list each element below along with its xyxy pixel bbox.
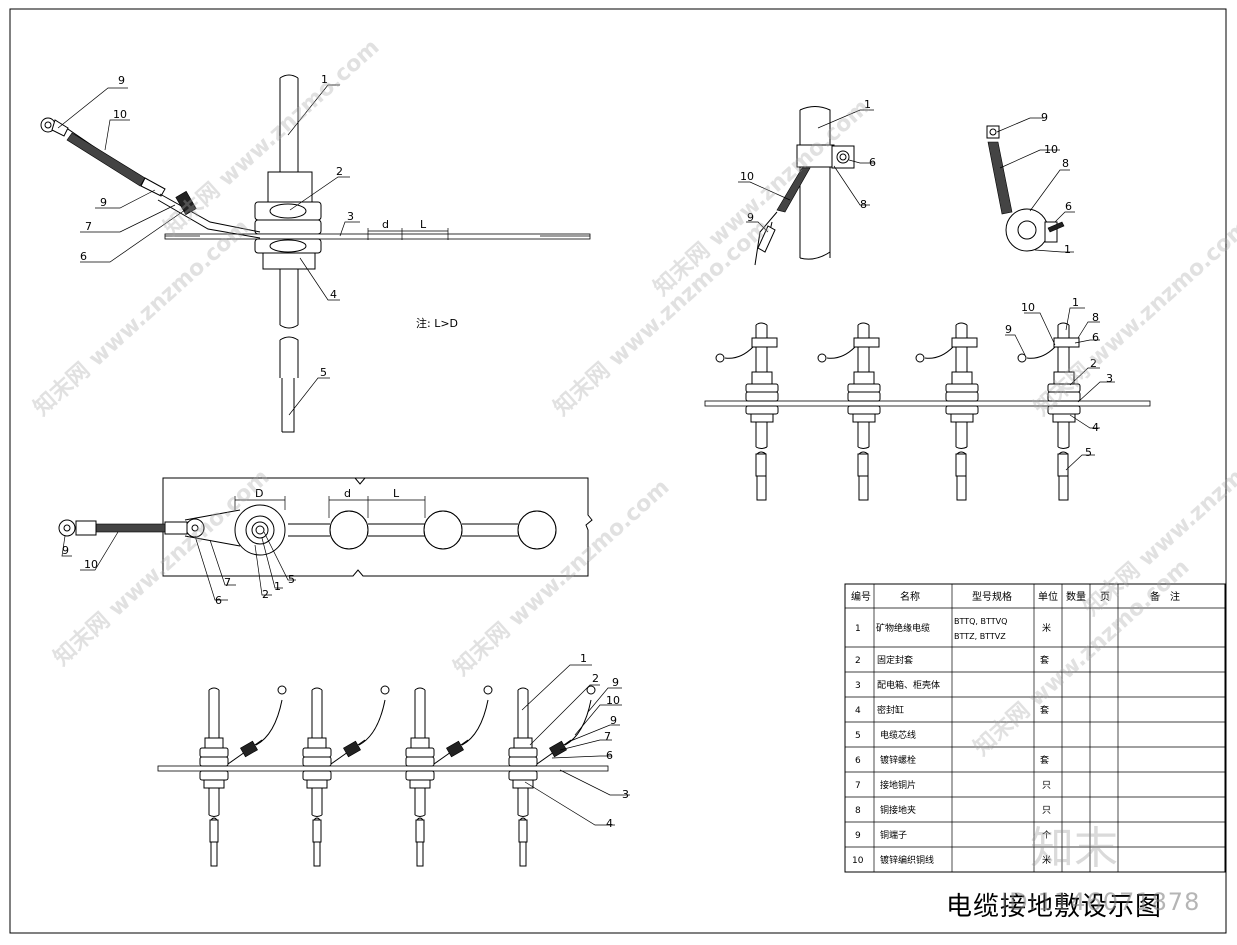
callout-6-end: 6 [1065,200,1072,213]
callout-10-right: 10 [1021,301,1035,314]
callout-1-right: 1 [1072,296,1079,309]
table-row-4-name: 密封缸 [877,704,904,716]
table-header-no: 编号 [851,590,871,603]
callout-3-row: 3 [622,788,629,801]
callout-1-row: 1 [580,652,587,665]
callout-9-mid: 9 [100,196,107,209]
callout-9-top: 9 [118,74,125,87]
table-row-1-name: 矿物绝缘电缆 [876,622,930,634]
watermark-brand: 知末 [1030,812,1118,876]
table-row-1-no: 1 [855,624,861,634]
table-row-8-name: 铜接地夹 [880,804,916,816]
callout-10: 10 [113,108,127,121]
table-row-7-unit: 只 [1042,781,1051,791]
callout-5-plan: 5 [288,573,295,586]
table-header-unit: 单位 [1038,590,1058,603]
callout-3-right: 3 [1106,372,1113,385]
table-row-7-name: 接地铜片 [880,779,916,791]
callout-9-plan: 9 [62,544,69,557]
callout-8-clamp: 8 [860,198,867,211]
callout-9-row-b: 9 [610,714,617,727]
callout-2-row: 2 [592,672,599,685]
drawing-title: 电缆接地敷设示图 ID:1146071878 [946,886,1162,923]
table-row-6-no: 6 [855,756,861,766]
bottom-row-view: 1 2 9 10 9 7 6 3 4 [158,652,630,866]
side-section-view: d L 1 2 3 4 5 9 10 9 7 6 注: L>D [41,73,590,432]
callout-5-right: 5 [1085,446,1092,459]
callout-10-end: 10 [1044,143,1058,156]
table-row-10-name: 镀锌编织铜线 [880,854,934,866]
dim-d-plan: d [344,487,351,500]
table-row-7-no: 7 [855,781,861,791]
clamp-end-view: 9 10 8 6 1 [987,111,1075,256]
callout-1-plan: 1 [274,580,281,593]
gland-assembly [200,686,286,866]
callout-6-plan: 6 [215,594,222,607]
gland-with-clamp [716,323,778,500]
table-row-3-name: 配电箱、柜壳体 [877,679,940,691]
table-row-3-no: 3 [855,681,861,691]
callout-8-right: 8 [1092,311,1099,324]
table-row-1-spec1: BTTQ, BTTVQ [954,617,1007,626]
callout-7: 7 [85,220,92,233]
note-L-greater-D: 注: L>D [416,316,458,330]
table-row-5-name: 电缆芯线 [880,729,916,741]
dim-L-label: L [420,218,427,231]
table-row-9-no: 9 [855,831,861,841]
callout-9-end: 9 [1041,111,1048,124]
table-row-1-unit: 米 [1042,622,1051,634]
table-row-2-name: 固定封套 [877,654,913,666]
table-header-spec: 型号规格 [972,590,1012,603]
callout-5: 5 [320,366,327,379]
dim-d-label: d [382,218,389,231]
table-row-8-no: 8 [855,806,861,816]
table-row-9-name: 铜端子 [880,829,907,841]
table-header-name: 名称 [900,590,920,603]
callout-6-row: 6 [606,749,613,762]
callout-2-plan: 2 [262,588,269,601]
callout-8-end: 8 [1062,157,1069,170]
table-row-4-no: 4 [855,706,861,716]
callout-10-row: 10 [606,694,620,707]
callout-7-plan: 7 [224,576,231,589]
callout-6: 6 [80,250,87,263]
callout-9-right: 9 [1005,323,1012,336]
callout-9-row-a: 9 [612,676,619,689]
callout-3: 3 [347,210,354,223]
callout-2: 2 [336,165,343,178]
callout-6-clamp: 6 [869,156,876,169]
table-row-2-no: 2 [855,656,861,666]
callout-7-row: 7 [604,730,611,743]
dim-L-plan: L [393,487,400,500]
callout-4-right: 4 [1092,421,1099,434]
table-row-5-no: 5 [855,731,861,741]
table-row-1-spec2: BTTZ, BTTVZ [954,632,1006,641]
table-row-6-unit: 套 [1040,754,1049,766]
table-row-6-name: 镀锌螺栓 [880,754,916,766]
callout-10-plan: 10 [84,558,98,571]
table-row-10-no: 10 [852,856,864,866]
callout-4-row: 4 [606,817,613,830]
callout-4: 4 [330,288,337,301]
right-row-view: 1 8 6 10 9 2 3 4 5 [705,296,1150,500]
callout-1-end: 1 [1064,243,1071,256]
watermark-id: ID:1146071878 [1001,888,1200,916]
